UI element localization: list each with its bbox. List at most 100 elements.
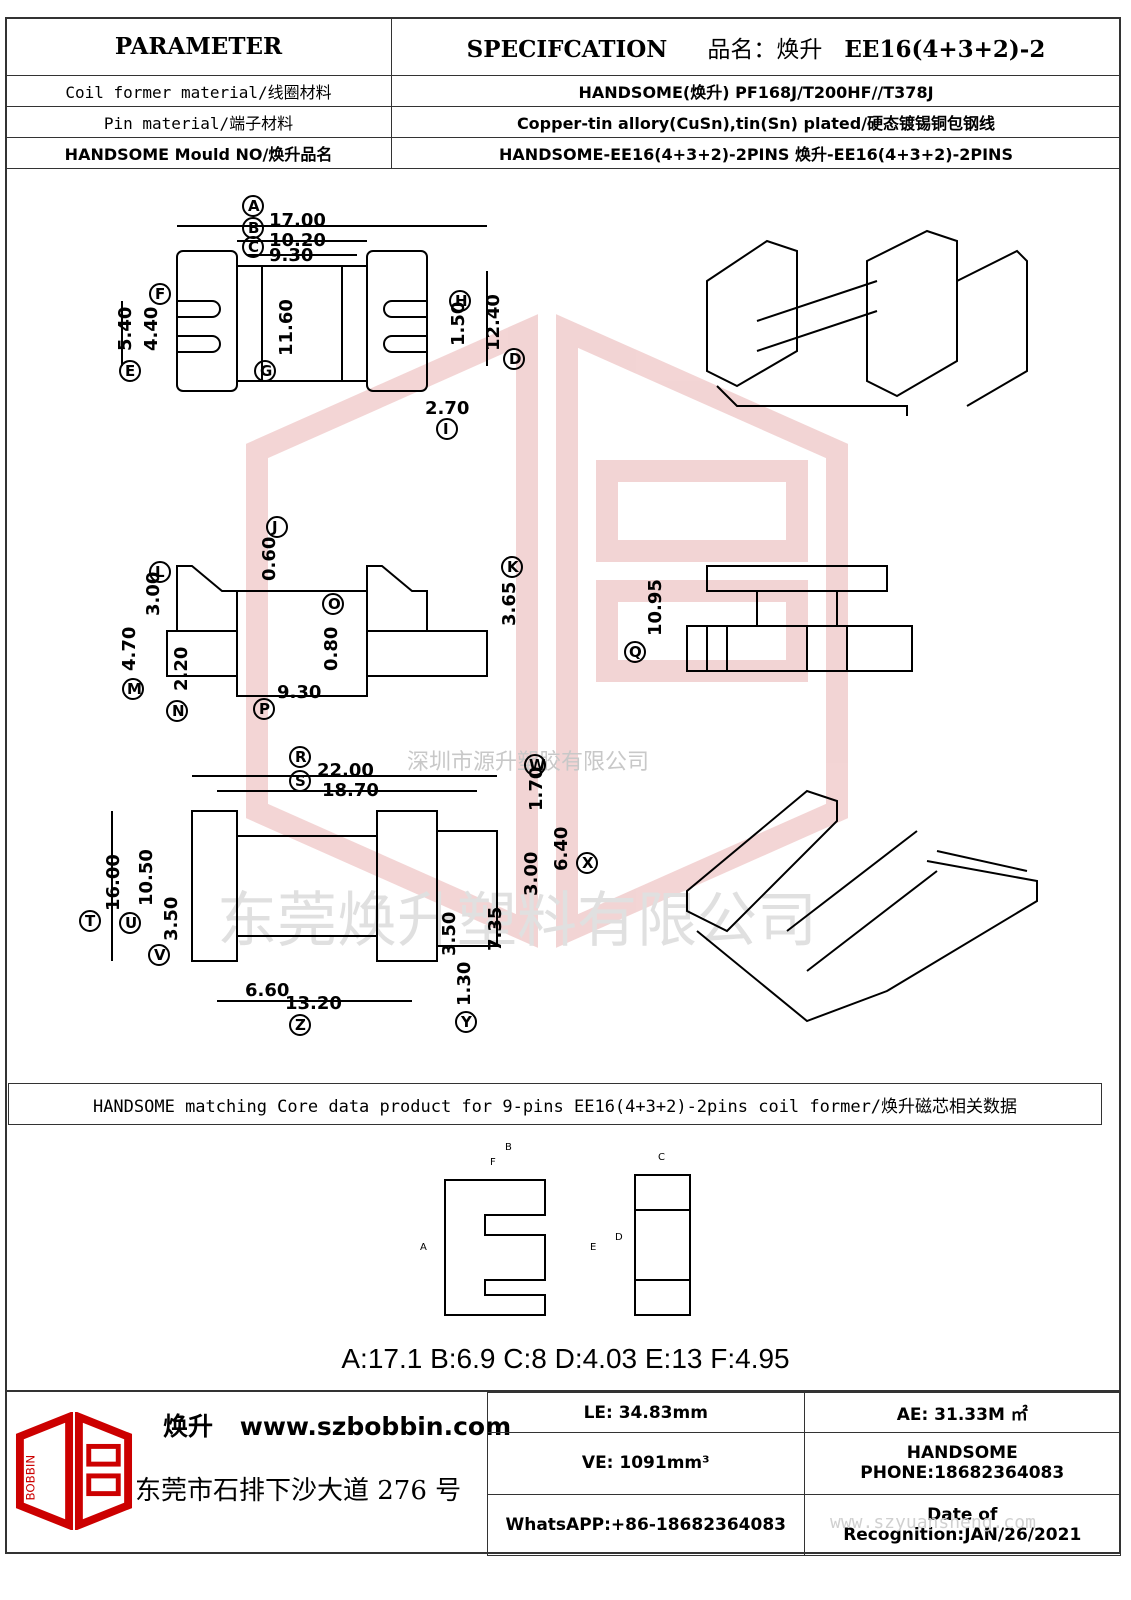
coil-material-spec: HANDSOME(焕升) PF168J/T200HF//T378J <box>391 75 1121 107</box>
svg-text:P: P <box>259 700 270 718</box>
svg-text:K: K <box>507 558 520 576</box>
pin-material-param: Pin material/端子材料 <box>5 106 392 138</box>
brand-logo: BOBBIN <box>15 1412 133 1530</box>
dim-r: 22.00 <box>317 760 374 781</box>
dim-y3: 1.30 <box>454 962 475 1006</box>
svg-text:U: U <box>125 914 137 932</box>
core-label-e: E <box>590 1242 596 1253</box>
svg-text:N: N <box>172 702 185 720</box>
parameter-header: PARAMETER <box>5 17 392 76</box>
dim-w: 1.70 <box>526 767 547 811</box>
dim-j: 0.60 <box>259 537 280 581</box>
dim-s: 18.70 <box>322 780 379 801</box>
svg-text:T: T <box>85 912 96 930</box>
product-model: EE16(4+3+2)-2 <box>844 35 1046 63</box>
dim-g: 11.60 <box>276 299 297 356</box>
svg-text:B: B <box>248 219 259 237</box>
dim-d: 12.40 <box>483 294 504 351</box>
svg-text:E: E <box>125 362 135 380</box>
svg-text:C: C <box>248 238 259 256</box>
specification-header: SPECIFCATION 品名：焕升 EE16(4+3+2)-2 <box>391 17 1121 76</box>
dim-q: 10.95 <box>645 579 666 636</box>
svg-text:Z: Z <box>295 1016 306 1034</box>
reference-letters: A B C D E F G H I J K L M N O P Q R S T … <box>79 195 646 1036</box>
dim-i: 2.70 <box>425 398 469 419</box>
dim-b: 10.20 <box>269 230 326 251</box>
dim-o: 0.80 <box>321 627 342 671</box>
watermark-company-2: 东莞焕升塑料有限公司 <box>217 886 817 956</box>
dim-m: 4.70 <box>119 627 140 671</box>
svg-text:H: H <box>455 292 468 310</box>
website-link[interactable]: www.szbobbin.com <box>239 1412 512 1441</box>
core-drawing: B F A C D E <box>420 1142 691 1316</box>
svg-text:S: S <box>295 772 306 790</box>
watermark-url: www.szyuansheng.com <box>830 1512 1036 1533</box>
svg-text:R: R <box>295 748 307 766</box>
dim-z1: 6.60 <box>245 980 289 1001</box>
svg-text:J: J <box>271 518 278 536</box>
ve-value: VE: 1091mm³ <box>487 1432 805 1495</box>
core-label-b: B <box>505 1142 512 1153</box>
brand-line: 焕升 www.szbobbin.com <box>163 1407 511 1443</box>
front-view <box>686 565 913 672</box>
iso-view-1 <box>706 229 1028 416</box>
dim-t: 16.00 <box>103 854 124 911</box>
dim-a: 17.00 <box>269 210 326 231</box>
svg-text:A: A <box>248 197 260 215</box>
whatsapp-value: WhatsAPP:+86-18682364083 <box>487 1493 805 1556</box>
date-value: Date of Recognition:JAN/26/2021 <box>803 1493 1121 1556</box>
svg-text:I: I <box>443 420 449 438</box>
dim-h: 1.50 <box>448 302 469 346</box>
core-label-a: A <box>420 1242 427 1253</box>
bottom-view <box>111 775 498 1002</box>
core-label-c: C <box>658 1152 665 1163</box>
specification-label: SPECIFCATION <box>466 35 668 63</box>
svg-text:Y: Y <box>460 1013 473 1031</box>
spec-table: PARAMETER SPECIFCATION 品名：焕升 EE16(4+3+2)… <box>5 17 1121 169</box>
dim-p: 9.30 <box>277 682 321 703</box>
mould-no-param: HANDSOME Mould NO/焕升品名 <box>5 137 392 169</box>
footer: BOBBIN 焕升 www.szbobbin.com 东莞市石排下沙大道 276… <box>5 1390 1121 1556</box>
svg-text:L: L <box>155 563 165 581</box>
svg-text:M: M <box>127 680 142 698</box>
dim-u: 10.50 <box>136 849 157 906</box>
svg-text:O: O <box>328 595 341 613</box>
technical-drawing: 深圳市源升塑胶有限公司 东莞焕升塑料有限公司 17.00 10.20 9.30 … <box>79 195 1038 1036</box>
top-view <box>121 225 488 392</box>
phone-value: HANDSOME PHONE:18682364083 <box>803 1432 1121 1495</box>
dim-z2: 13.20 <box>285 993 342 1014</box>
svg-text:W: W <box>529 756 546 774</box>
core-label-f: F <box>490 1157 496 1168</box>
coil-material-param: Coil former material/线圈材料 <box>5 75 392 107</box>
info-table: LE: 34.83mm AE: 31.33M ㎡ VE: 1091mm³ HAN… <box>487 1391 1121 1556</box>
core-label-d: D <box>615 1232 623 1243</box>
dim-k: 3.65 <box>499 582 520 626</box>
svg-text:F: F <box>155 285 165 303</box>
side-view <box>166 565 488 697</box>
svg-text:D: D <box>509 350 521 368</box>
pin-material-spec: Copper-tin allory(CuSn),tin(Sn) plated/硬… <box>391 106 1121 138</box>
svg-text:G: G <box>260 362 272 380</box>
svg-text:Q: Q <box>629 643 642 661</box>
svg-text:BOBBIN: BOBBIN <box>24 1455 38 1501</box>
product-name-label: 品名：焕升 <box>707 36 823 63</box>
mould-no-spec: HANDSOME-EE16(4+3+2)-2PINS 焕升-EE16(4+3+2… <box>391 137 1121 169</box>
le-value: LE: 34.83mm <box>487 1391 805 1434</box>
svg-text:X: X <box>582 854 594 872</box>
brand-name: 焕升 <box>163 1412 214 1441</box>
dim-x2: 3.00 <box>521 852 542 896</box>
dim-e1: 5.40 <box>115 307 136 351</box>
dim-c: 9.30 <box>269 245 313 266</box>
address: 东莞市石排下沙大道 276 号 <box>135 1476 462 1506</box>
dim-y2: 3.50 <box>439 912 460 956</box>
svg-text:V: V <box>154 946 166 964</box>
ae-value: AE: 31.33M ㎡ <box>803 1391 1121 1434</box>
dim-x: 6.40 <box>551 827 572 871</box>
dim-e2: 4.40 <box>141 307 162 351</box>
core-dimensions: A:17.1 B:6.9 C:8 D:4.03 E:13 F:4.95 <box>341 1343 790 1374</box>
dim-n: 2.20 <box>171 647 192 691</box>
dim-v: 3.50 <box>161 897 182 941</box>
watermark-logo <box>246 314 848 948</box>
iso-view-2 <box>686 789 1038 1023</box>
dim-y1: 7.35 <box>485 907 506 951</box>
